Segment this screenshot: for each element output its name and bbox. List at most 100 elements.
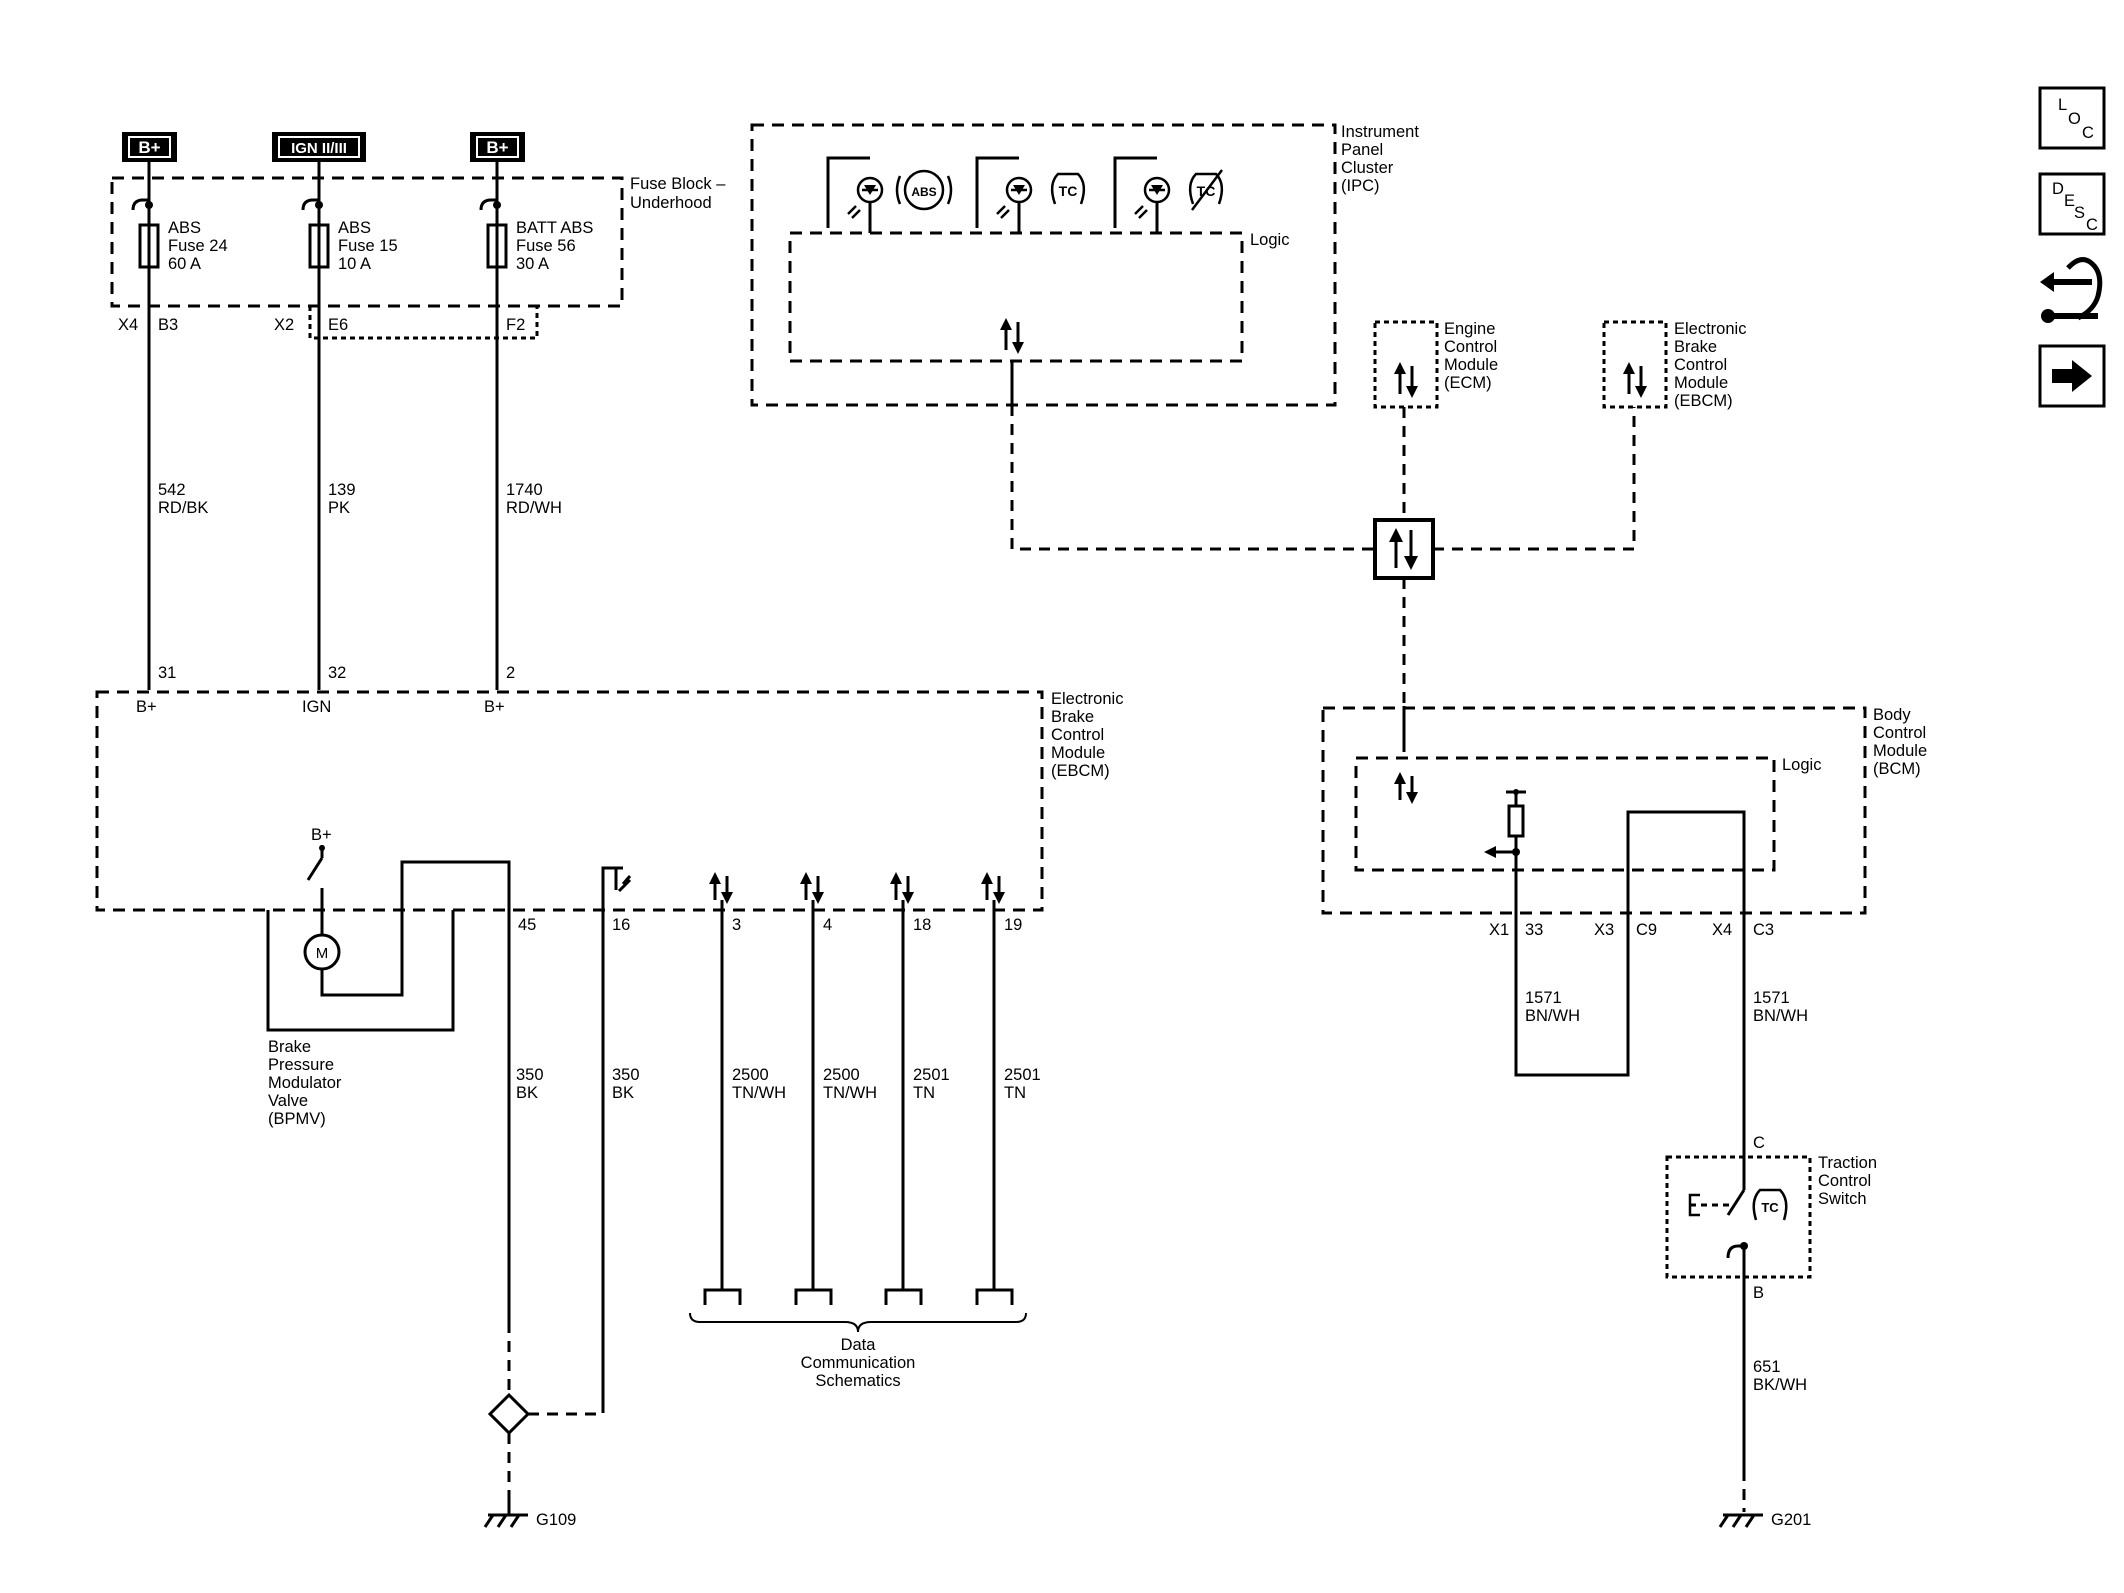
svg-text:O: O xyxy=(2068,110,2081,128)
svg-text:19: 19 xyxy=(1004,916,1022,934)
svg-text:M: M xyxy=(316,945,329,962)
electronic-brake-control-module-top: Electronic Brake Control Module (EBCM) xyxy=(1602,320,1746,410)
svg-text:651: 651 xyxy=(1753,1358,1781,1376)
svg-text:B+: B+ xyxy=(136,698,157,716)
svg-text:Body: Body xyxy=(1873,706,1911,724)
svg-text:1740: 1740 xyxy=(506,481,543,499)
svg-text:C9: C9 xyxy=(1636,921,1657,939)
svg-text:Fuse 15: Fuse 15 xyxy=(338,237,398,255)
svg-text:B+: B+ xyxy=(484,698,505,716)
svg-text:2500: 2500 xyxy=(823,1066,860,1084)
svg-text:Modulator: Modulator xyxy=(268,1074,342,1092)
svg-text:C3: C3 xyxy=(1753,921,1774,939)
svg-text:RD/WH: RD/WH xyxy=(506,499,562,517)
svg-text:BN/WH: BN/WH xyxy=(1753,1007,1808,1025)
svg-text:C: C xyxy=(2082,124,2094,142)
svg-text:BK: BK xyxy=(516,1084,538,1102)
ground-g201: G201 xyxy=(1718,1470,1811,1529)
svg-text:4: 4 xyxy=(823,916,832,934)
svg-text:F2: F2 xyxy=(506,316,525,334)
electronic-brake-control-module: Electronic Brake Control Module (EBCM) xyxy=(95,690,1123,912)
svg-text:33: 33 xyxy=(1525,921,1543,939)
svg-text:2501: 2501 xyxy=(1004,1066,1041,1084)
svg-text:Cluster: Cluster xyxy=(1341,159,1394,177)
svg-text:(BCM): (BCM) xyxy=(1873,760,1921,778)
svg-text:G109: G109 xyxy=(536,1511,576,1529)
svg-text:Brake: Brake xyxy=(1674,338,1717,356)
svg-text:TN: TN xyxy=(1004,1084,1026,1102)
svg-text:S: S xyxy=(2074,204,2085,222)
svg-text:1571: 1571 xyxy=(1753,989,1790,1007)
svg-text:E6: E6 xyxy=(328,316,348,334)
ebcm-pin-3: 3 2500 TN/WH xyxy=(703,872,786,1305)
svg-text:TN/WH: TN/WH xyxy=(823,1084,877,1102)
svg-text:IGN II/III: IGN II/III xyxy=(291,140,347,157)
svg-text:Control: Control xyxy=(1873,724,1926,742)
next-arrow-icon[interactable] xyxy=(2038,344,2106,408)
svg-text:Logic: Logic xyxy=(1782,756,1821,774)
svg-text:18: 18 xyxy=(913,916,931,934)
svg-text:B+: B+ xyxy=(311,826,332,844)
ebcm-pin-18: 18 2501 TN xyxy=(884,872,950,1305)
abs-icon: ABS xyxy=(895,169,953,211)
ground-g109: G109 xyxy=(483,1322,605,1529)
svg-text:TN/WH: TN/WH xyxy=(732,1084,786,1102)
desc-icon[interactable]: D E S C xyxy=(2038,172,2106,236)
power-source-bplus-2: B+ xyxy=(470,132,525,162)
wire-1571-switch: 1571 BN/WH xyxy=(1753,989,1808,1025)
wire-1571-loop: 1571 BN/WH xyxy=(1525,989,1580,1025)
svg-text:Data: Data xyxy=(841,1336,877,1354)
traction-control-switch: C Traction Control Switch TC B xyxy=(1665,1134,1877,1470)
svg-text:RD/BK: RD/BK xyxy=(158,499,208,517)
svg-text:Module: Module xyxy=(1444,356,1498,374)
svg-text:2501: 2501 xyxy=(913,1066,950,1084)
wire-139: 139 PK 32 IGN xyxy=(302,481,356,716)
svg-text:TC: TC xyxy=(1761,1200,1779,1215)
svg-text:10 A: 10 A xyxy=(338,255,371,273)
fuse-24: ABS Fuse 24 60 A X4 B3 xyxy=(118,198,228,560)
svg-text:E: E xyxy=(2064,192,2075,210)
svg-text:32: 32 xyxy=(328,664,346,682)
connector-tool-icon[interactable] xyxy=(2040,257,2103,323)
svg-text:Fuse 56: Fuse 56 xyxy=(516,237,576,255)
tc-indicator: TC xyxy=(975,156,1086,233)
svg-text:L: L xyxy=(2058,96,2067,114)
svg-text:ABS: ABS xyxy=(338,219,371,237)
instrument-panel-cluster: Instrument Panel Cluster (IPC) Logic xyxy=(750,123,1419,407)
power-source-ign: IGN II/III xyxy=(272,132,366,162)
engine-control-module: Engine Control Module (ECM) xyxy=(1373,320,1498,409)
svg-text:Valve: Valve xyxy=(268,1092,308,1110)
traction-switch-tc-icon: TC xyxy=(1752,1188,1788,1221)
svg-text:Schematics: Schematics xyxy=(815,1372,900,1390)
svg-text:X3: X3 xyxy=(1594,921,1614,939)
svg-text:Control: Control xyxy=(1674,356,1727,374)
svg-text:B3: B3 xyxy=(158,316,178,334)
svg-text:B+: B+ xyxy=(138,138,160,157)
svg-text:ABS: ABS xyxy=(911,185,936,199)
svg-text:Logic: Logic xyxy=(1250,231,1289,249)
bcm-data-arrows-icon xyxy=(1394,772,1418,804)
svg-text:X4: X4 xyxy=(118,316,138,334)
svg-text:2500: 2500 xyxy=(732,1066,769,1084)
svg-text:Module: Module xyxy=(1674,374,1728,392)
svg-text:2: 2 xyxy=(506,664,515,682)
fuse-15: ABS Fuse 15 10 A X2 E6 xyxy=(274,198,398,560)
svg-text:X4: X4 xyxy=(1712,921,1732,939)
fuse-56: BATT ABS Fuse 56 30 A F2 xyxy=(479,198,593,560)
loc-icon[interactable]: L O C xyxy=(2038,86,2106,150)
data-communication-reference: Data Communication Schematics xyxy=(689,1312,1027,1390)
svg-text:B+: B+ xyxy=(486,138,508,157)
ebcm-pin-4: 4 2500 TN/WH xyxy=(794,872,877,1305)
svg-text:PK: PK xyxy=(328,499,350,517)
svg-text:(IPC): (IPC) xyxy=(1341,177,1380,195)
svg-text:(ECM): (ECM) xyxy=(1444,374,1492,392)
ebcm-pin-45: 45 350 BK xyxy=(507,916,544,1322)
svg-text:Module: Module xyxy=(1051,744,1105,762)
svg-text:3: 3 xyxy=(732,916,741,934)
brake-pressure-modulator-valve: B+ M Brake Pressure Modulator Valve (BPM… xyxy=(266,826,511,1128)
svg-text:16: 16 xyxy=(612,916,630,934)
svg-text:Fuse 24: Fuse 24 xyxy=(168,237,228,255)
svg-text:Engine: Engine xyxy=(1444,320,1495,338)
svg-text:Switch: Switch xyxy=(1818,1190,1867,1208)
svg-text:C: C xyxy=(2086,216,2098,234)
